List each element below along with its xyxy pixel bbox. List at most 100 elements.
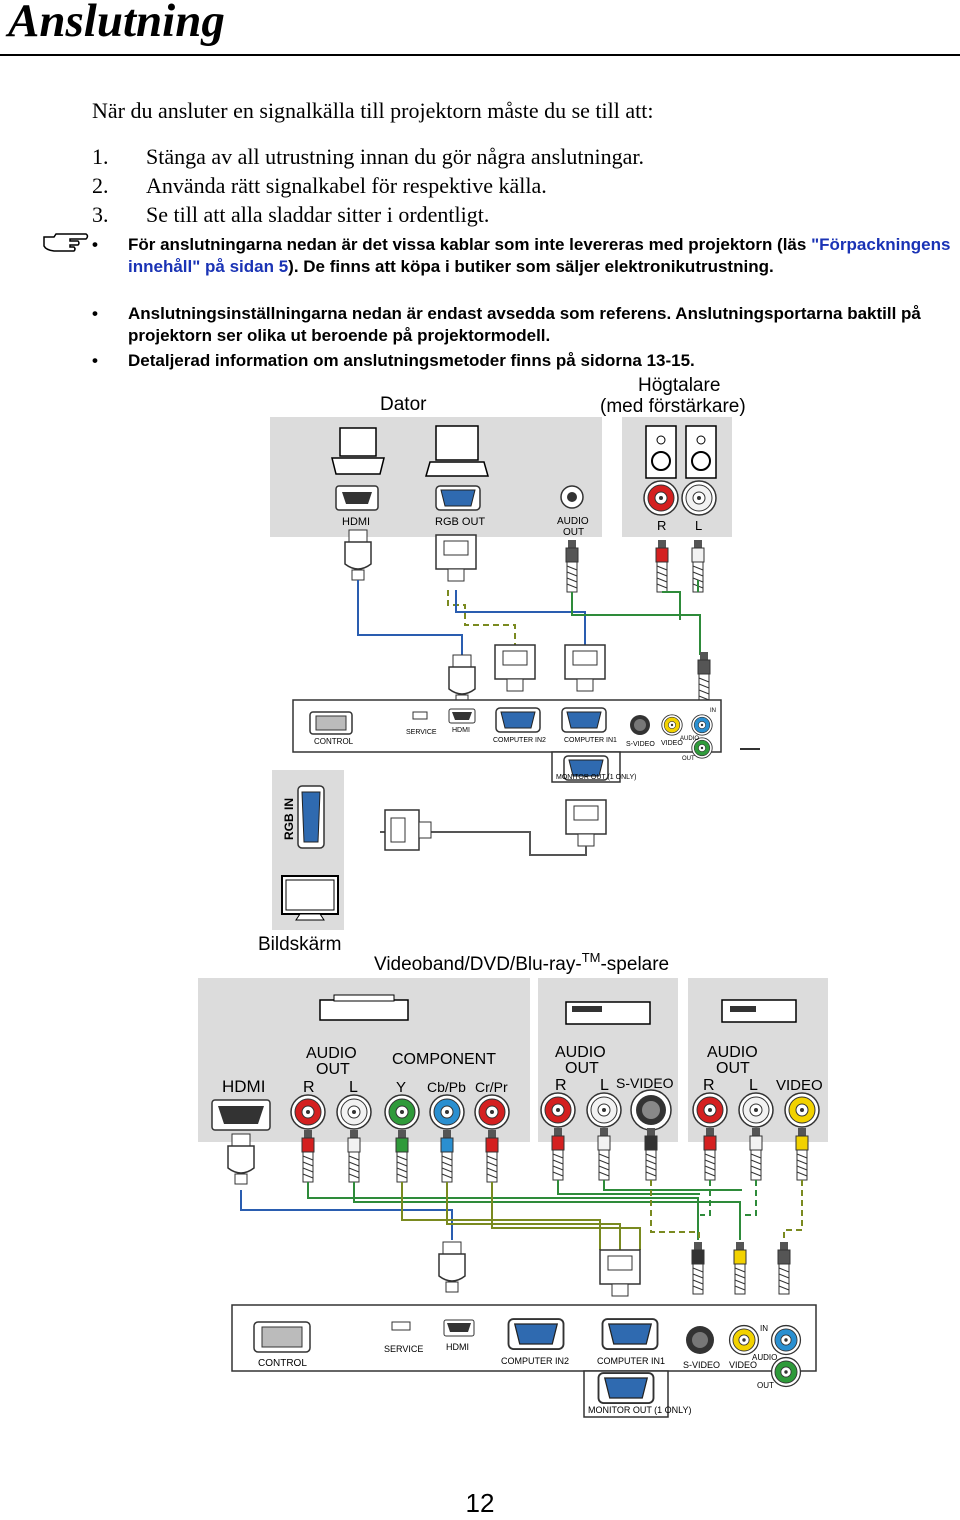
speaker-label-line1: Högtalare — [638, 375, 720, 396]
rca-plug-r-top — [655, 539, 669, 593]
rgb-in-port-icon — [297, 785, 325, 849]
svg-text:MONITOR OUT (1 ONLY): MONITOR OUT (1 ONLY) — [556, 774, 637, 781]
speaker-left-icon — [645, 425, 677, 479]
page-title: Anslutning — [8, 0, 225, 47]
svg-text:R: R — [703, 1077, 715, 1094]
svg-text:L: L — [695, 518, 702, 533]
speaker-l-jack-icon — [681, 480, 717, 516]
svg-text:IN: IN — [710, 708, 716, 714]
computer-in2-port-icon-1 — [495, 707, 541, 733]
hdmi-cable-plug-projector-2 — [438, 1241, 466, 1293]
svg-text:HDMI: HDMI — [222, 1077, 265, 1096]
svg-text:HDMI: HDMI — [446, 1342, 469, 1352]
s-video-jack-av — [630, 1089, 672, 1131]
computer-in2-port-icon-2 — [507, 1318, 565, 1350]
audio-plug-projector — [697, 651, 711, 705]
hdmi-cable-plug-av — [227, 1133, 255, 1185]
computer-in1-port-icon-2 — [601, 1318, 659, 1350]
svg-text:R: R — [303, 1079, 315, 1096]
video-port-icon-2 — [728, 1324, 760, 1356]
svg-text:RGB IN: RGB IN — [282, 798, 296, 840]
computer-in1-port-icon-1 — [561, 707, 607, 733]
svg-text:AUDIO: AUDIO — [306, 1045, 357, 1062]
svg-text:COMPUTER IN1: COMPUTER IN1 — [564, 737, 617, 744]
step-3: 3.Se till att alla sladdar sitter i orde… — [92, 202, 490, 227]
hdmi-cable-plug-projector — [448, 654, 476, 706]
av2-audio-r-jack — [540, 1092, 576, 1128]
step-2: 2.Använda rätt signalkabel för respektiv… — [92, 173, 547, 198]
svg-text:COMPUTER IN2: COMPUTER IN2 — [493, 737, 546, 744]
control-port-icon-2 — [253, 1321, 311, 1353]
svg-text:AUDIO: AUDIO — [680, 736, 699, 742]
svg-text:S-VIDEO: S-VIDEO — [683, 1360, 720, 1370]
dvd-player-icon-1 — [319, 994, 409, 1021]
svg-text:Cb/Pb: Cb/Pb — [427, 1079, 466, 1095]
page-reference-link[interactable]: "Förpackningens innehåll" på sidan 5 — [128, 235, 951, 276]
av3-audio-l-jack — [738, 1092, 774, 1128]
svg-text:L: L — [600, 1077, 609, 1094]
component-vga-plug — [599, 1249, 641, 1297]
av2-audio-l-jack — [586, 1092, 622, 1128]
laptop-icon — [331, 427, 385, 475]
desktop-computer-icon — [425, 425, 489, 477]
service-port-icon-2 — [391, 1321, 411, 1331]
component-cr-jack — [474, 1094, 510, 1130]
svg-text:VIDEO: VIDEO — [661, 740, 683, 747]
vga-cable-plug-top — [435, 534, 477, 582]
svg-text:MONITOR OUT (1 ONLY): MONITOR OUT (1 ONLY) — [588, 1405, 692, 1415]
vga-cable-plug-computer-in1 — [564, 644, 606, 692]
audio-in-port-icon-1 — [691, 714, 713, 736]
speaker-r-jack-icon — [643, 480, 679, 516]
svg-text:IN: IN — [760, 1324, 768, 1333]
svg-text:AUDIO: AUDIO — [752, 1353, 777, 1362]
video-port-icon-1 — [661, 714, 683, 736]
av3-video-jack — [784, 1092, 820, 1128]
monitor-label: Bildskärm — [258, 934, 341, 955]
svg-text:Y: Y — [396, 1079, 406, 1096]
svg-text:RGB OUT: RGB OUT — [435, 516, 485, 528]
hdmi-cable-plug-top — [344, 529, 372, 581]
av1-audio-l-jack — [336, 1094, 372, 1130]
svg-text:R: R — [657, 518, 666, 533]
rgb-out-port-icon — [435, 485, 481, 511]
speaker-label-line2: (med förstärkare) — [600, 396, 746, 417]
component-y-jack — [384, 1094, 420, 1130]
hdmi-port-icon — [335, 485, 379, 511]
s-video-port-icon-1 — [630, 715, 650, 735]
step-1: 1.Stänga av all utrustning innan du gör … — [92, 144, 644, 169]
svg-text:HDMI: HDMI — [342, 516, 370, 528]
intro-text: När du ansluter en signalkälla till proj… — [92, 98, 654, 123]
svg-text:Cr/Pr: Cr/Pr — [475, 1079, 508, 1095]
svg-text:COMPUTER IN1: COMPUTER IN1 — [597, 1356, 665, 1366]
hdmi-port-icon-proj1 — [448, 708, 476, 724]
audio-in-port-icon-2 — [770, 1324, 802, 1356]
title-rule — [0, 54, 960, 56]
svg-text:OUT: OUT — [316, 1061, 350, 1078]
svg-text:L: L — [349, 1079, 358, 1096]
svg-text:VIDEO: VIDEO — [776, 1077, 823, 1094]
svg-text:CONTROL: CONTROL — [258, 1358, 307, 1369]
vga-cable-plug-monitor-out — [565, 799, 607, 847]
monitor-out-port-icon-2 — [597, 1372, 655, 1404]
svg-text:CONTROL: CONTROL — [314, 737, 354, 746]
svg-text:AUDIO: AUDIO — [557, 516, 589, 527]
control-port-icon-1 — [309, 711, 353, 735]
s-video-port-icon-2 — [686, 1326, 714, 1354]
svg-text:SERVICE: SERVICE — [406, 729, 437, 736]
svg-text:COMPONENT: COMPONENT — [392, 1051, 496, 1068]
service-port-icon-1 — [412, 711, 428, 720]
svg-text:L: L — [749, 1077, 758, 1094]
note-2: • Anslutningsinställningarna nedan är en… — [92, 304, 921, 345]
svg-text:S-VIDEO: S-VIDEO — [626, 741, 655, 748]
av3-audio-r-jack — [692, 1092, 728, 1128]
svg-text:HDMI: HDMI — [452, 727, 470, 734]
pointing-hand-icon — [43, 233, 89, 252]
note-3: • Detaljerad information om anslutningsm… — [92, 351, 695, 370]
component-cb-jack — [429, 1094, 465, 1130]
svg-text:OUT: OUT — [757, 1381, 774, 1390]
svg-text:AUDIO: AUDIO — [707, 1044, 758, 1061]
computer-label: Dator — [380, 394, 427, 415]
svg-text:SERVICE: SERVICE — [384, 1344, 423, 1354]
vga-cable-plug-monitor — [384, 809, 432, 851]
monitor-icon — [281, 875, 339, 921]
